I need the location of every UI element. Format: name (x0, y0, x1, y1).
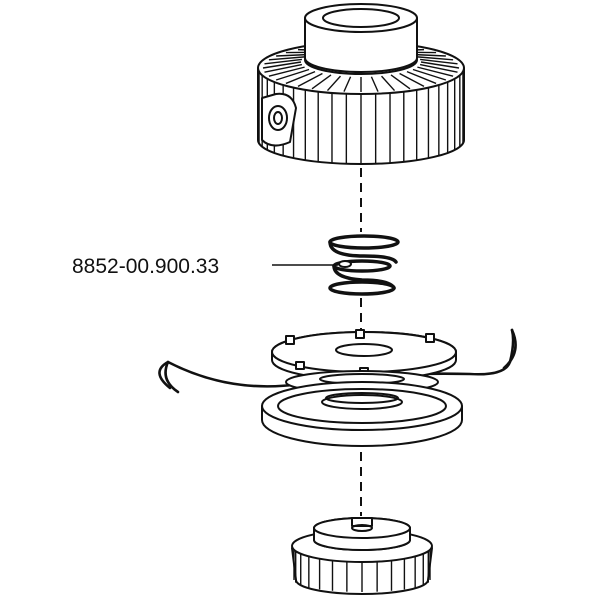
spring (328, 234, 400, 296)
bottom-knob (291, 517, 433, 595)
top-housing (257, 3, 465, 165)
spool-bowl (261, 381, 463, 447)
part-callout: 8852-00.900.33 (72, 255, 338, 278)
part-number-label: 8852-00.900.33 (72, 255, 219, 278)
